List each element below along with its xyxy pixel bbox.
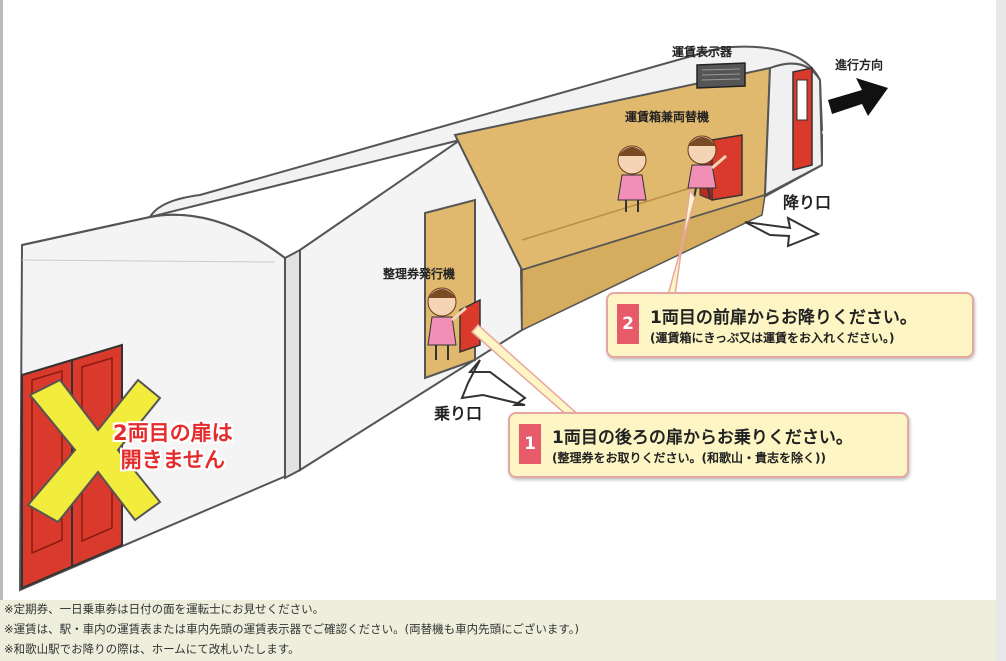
fare-display [696, 62, 746, 89]
entrance-label: 乗り口 [434, 404, 483, 423]
note-1: ※定期券、一日乗車券は日付の面を運転士にお見せください。 [4, 602, 325, 616]
no-entry-line-1: 2両目の扉は [113, 421, 233, 445]
callout-main-text: 1両目の前扉からお降りください。 [650, 308, 917, 328]
passenger-3 [427, 287, 467, 360]
exit-arrow-icon [744, 216, 821, 248]
callout-number: 1 [519, 424, 541, 464]
no-entry-x-icon [26, 378, 162, 524]
notes-panel: ※定期券、一日乗車券は日付の面を運転士にお見せください。 ※運賃は、駅・車内の運… [0, 600, 1006, 661]
callout-boarding: 1 1両目の後ろの扉からお乗りください。 (整理券をお取りください。(和歌山・貴… [508, 412, 909, 478]
passenger-2 [687, 135, 727, 199]
train-diagram [18, 45, 888, 592]
fare-display-label: 運賃表示器 [672, 45, 733, 59]
gangway [284, 248, 301, 480]
direction-arrow-icon [828, 78, 888, 116]
left-border [0, 0, 3, 600]
no-entry-line-2: 開きません [120, 448, 225, 472]
scrollbar-track[interactable] [996, 0, 1006, 661]
callout-sub-text: (整理券をお取りください。(和歌山・貴志を除く)) [552, 451, 826, 465]
car-1-front-door [792, 67, 813, 171]
fare-box-label: 運賃箱兼両替機 [625, 110, 710, 124]
note-2: ※運賃は、駅・車内の運賃表または車内先頭の運賃表示器でご確認ください。(両替機も… [4, 622, 579, 636]
no-entry-text: 2両目の扉は 開きません [113, 420, 233, 474]
callout-sub-text: (運賃箱にきっぷ又は運賃をお入れください。) [650, 331, 895, 345]
exit-label: 降り口 [783, 193, 832, 212]
note-3: ※和歌山駅でお降りの際は、ホームにて改札いたします。 [4, 642, 300, 656]
car-1-rear-door [424, 198, 481, 380]
entrance-arrow-icon [460, 359, 527, 406]
ticket-machine-label: 整理券発行機 [383, 267, 456, 281]
callout-main-text: 1両目の後ろの扉からお乗りください。 [552, 428, 853, 448]
direction-label: 進行方向 [835, 58, 884, 72]
callout-exit: 2 1両目の前扉からお降りください。 (運賃箱にきっぷ又は運賃をお入れください。… [606, 292, 974, 358]
callout-number: 2 [617, 304, 639, 344]
passenger-1 [617, 145, 647, 212]
